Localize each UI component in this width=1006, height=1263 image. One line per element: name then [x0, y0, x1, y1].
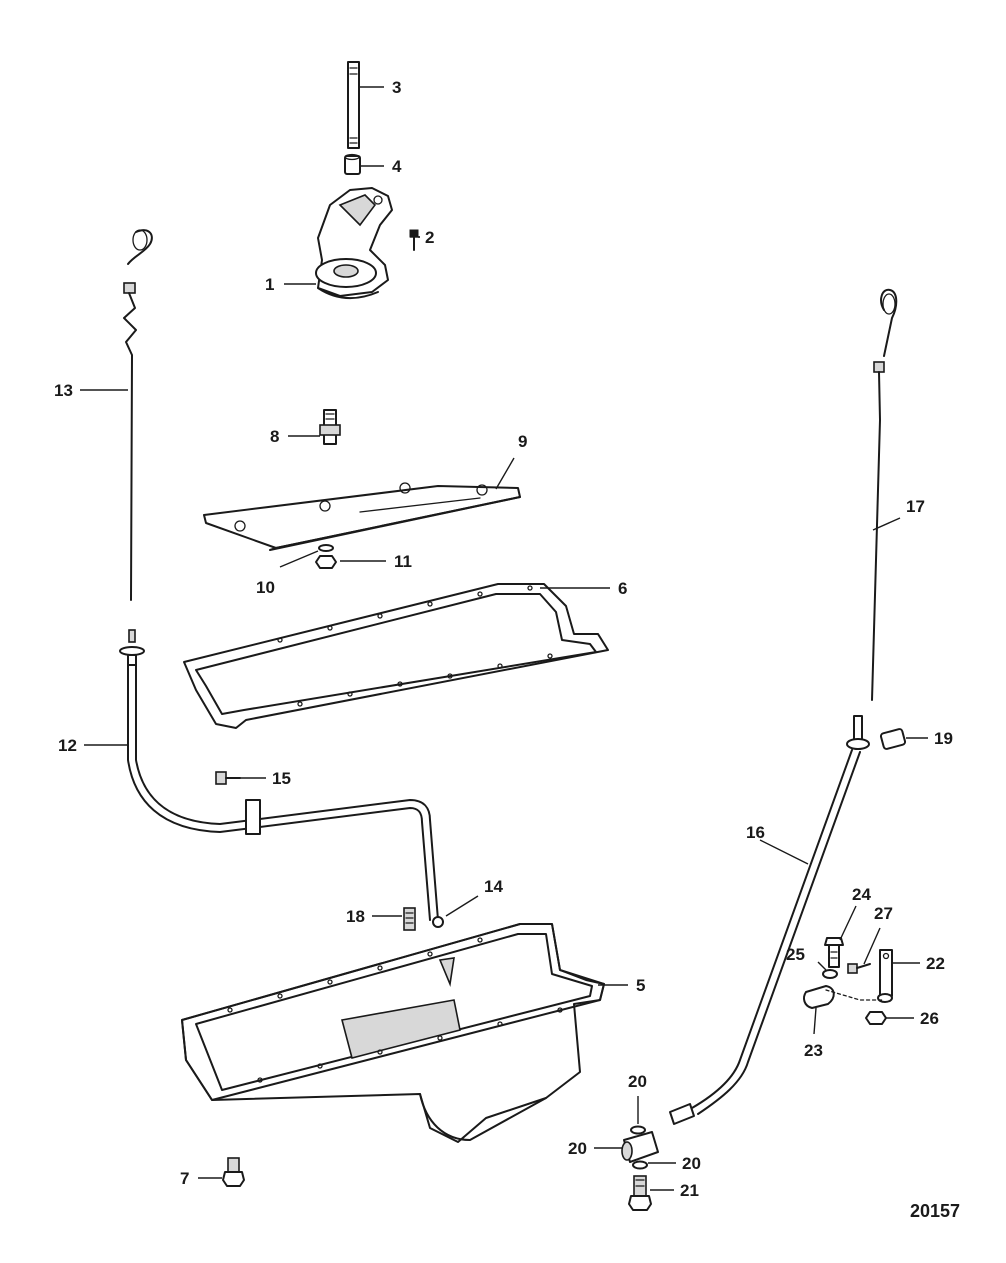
sealing-washer-upper — [630, 1125, 646, 1135]
callout-16: 16 — [746, 823, 765, 842]
leader-25 — [839, 905, 857, 941]
leader-10 — [279, 550, 319, 568]
dipstick-tube-right — [669, 715, 870, 1125]
callout-8: 8 — [270, 427, 279, 446]
callout-1: 1 — [265, 275, 274, 294]
sealing-washer-lower — [632, 1160, 648, 1170]
oil-pump — [315, 187, 393, 300]
drain-fitting — [628, 1175, 652, 1211]
drain-plug — [222, 1157, 245, 1187]
leader-9 — [495, 457, 515, 490]
o-ring — [432, 916, 444, 928]
shaft-sleeve — [344, 153, 361, 175]
leader-14 — [445, 895, 479, 917]
diagram-reference-number: 20157 — [910, 1201, 960, 1221]
bracket-bolt — [824, 937, 844, 968]
callout-17: 17 — [906, 497, 925, 516]
callout-9: 9 — [518, 432, 527, 451]
pump-screw — [409, 229, 419, 251]
bracket-nut — [865, 1011, 887, 1025]
callout-20-upper: 20 — [628, 1072, 647, 1091]
relief-spring — [403, 907, 416, 931]
leader-16 — [759, 839, 809, 865]
callout-21: 20 — [568, 1139, 587, 1158]
stud — [319, 409, 341, 445]
nut — [315, 555, 337, 569]
callout-24: 23 — [804, 1041, 823, 1060]
callout-10: 10 — [256, 578, 275, 597]
pickup-shaft — [347, 61, 360, 149]
tube-adapter — [621, 1131, 659, 1163]
oil-baffle — [203, 482, 521, 551]
callout-14: 14 — [484, 877, 503, 896]
leader-17 — [872, 517, 901, 531]
callout-26: 25 — [786, 945, 805, 964]
callout-4: 4 — [392, 157, 402, 176]
callout-2: 2 — [425, 228, 434, 247]
leader-24 — [813, 1007, 817, 1035]
callout-18: 18 — [346, 907, 365, 926]
tube-bracket — [877, 949, 893, 1003]
callout-7: 7 — [180, 1169, 189, 1188]
callout-27: 26 — [920, 1009, 939, 1028]
callout-11: 11 — [394, 552, 412, 571]
leader-28 — [863, 927, 881, 965]
dipstick-right — [871, 288, 898, 701]
washer — [318, 544, 334, 552]
oil-pan — [181, 923, 605, 1143]
clip-screw — [215, 771, 241, 785]
callout-20-lower-label: 20 — [682, 1154, 701, 1173]
callout-28: 27 — [874, 904, 893, 923]
dipstick-left — [123, 229, 153, 601]
callout-6: 6 — [618, 579, 627, 598]
callout-5: 5 — [636, 976, 645, 995]
bracket-washer — [822, 969, 838, 979]
callout-25: 24 — [852, 885, 871, 904]
dipstick-tube-left — [119, 629, 439, 921]
callout-3: 3 — [392, 78, 401, 97]
tube-clamp — [803, 985, 885, 1009]
leader-26 — [817, 961, 827, 971]
bracket-screw — [847, 963, 871, 974]
callout-19: 19 — [934, 729, 953, 748]
callout-12: 12 — [58, 736, 77, 755]
oil-pan-gasket — [183, 583, 609, 729]
tube-cap — [879, 728, 907, 750]
callout-23: 22 — [926, 954, 945, 973]
callout-15: 15 — [272, 769, 291, 788]
callout-22: 21 — [680, 1181, 699, 1200]
callout-13: 13 — [54, 381, 73, 400]
